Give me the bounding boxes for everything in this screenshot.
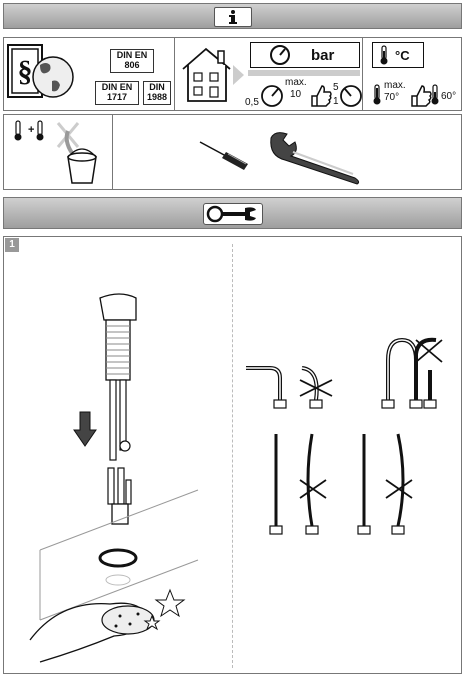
- thumbs-up-icon: [311, 85, 332, 107]
- pressure-max-value: 10: [290, 89, 302, 100]
- adjustable-wrench-icon: [270, 132, 360, 185]
- temperature-max-label: max.: [384, 80, 406, 91]
- pressure-max-gauge-icon: [261, 85, 283, 107]
- info-header-bar: [3, 3, 462, 29]
- screwdriver-icon: [199, 141, 248, 170]
- flush-bucket-icon: +: [14, 120, 97, 184]
- step-number-badge: 1: [5, 238, 19, 252]
- pressure-rec-low: 1: [333, 96, 339, 107]
- pressure-max-label: max.: [285, 77, 307, 88]
- tools-header-bar: [3, 197, 462, 229]
- thermometer-icon: [380, 45, 388, 65]
- temperature-unit-label: °C: [395, 48, 410, 63]
- standards-book-icon: §: [7, 44, 74, 98]
- pressure-rec-high: 5: [333, 82, 339, 93]
- temperature-max-value: 70°: [384, 92, 400, 103]
- thermometer-rec-icon: [431, 84, 439, 105]
- pressure-unit-label: bar: [311, 47, 335, 64]
- temperature-unit-box: °C: [372, 42, 424, 68]
- house-icon: [182, 47, 244, 102]
- hose-bending-illustration: [246, 337, 443, 535]
- info-icon: [213, 7, 252, 27]
- svg-text:+: +: [28, 124, 34, 136]
- temp-thumbs-up-icon: [411, 85, 432, 107]
- pressure-unit-box: bar: [250, 42, 360, 68]
- pressure-gauge-icon: [270, 45, 290, 65]
- temperature-rec-value: 60°: [441, 91, 457, 102]
- pressure-min-value: 0,5: [245, 97, 259, 108]
- svg-text:§: §: [18, 55, 33, 88]
- wrench-icon: [202, 203, 263, 225]
- pressure-rec-gauge-icon: [340, 85, 362, 107]
- installation-illustration: [29, 293, 199, 663]
- thermometer-max-icon: [373, 84, 381, 105]
